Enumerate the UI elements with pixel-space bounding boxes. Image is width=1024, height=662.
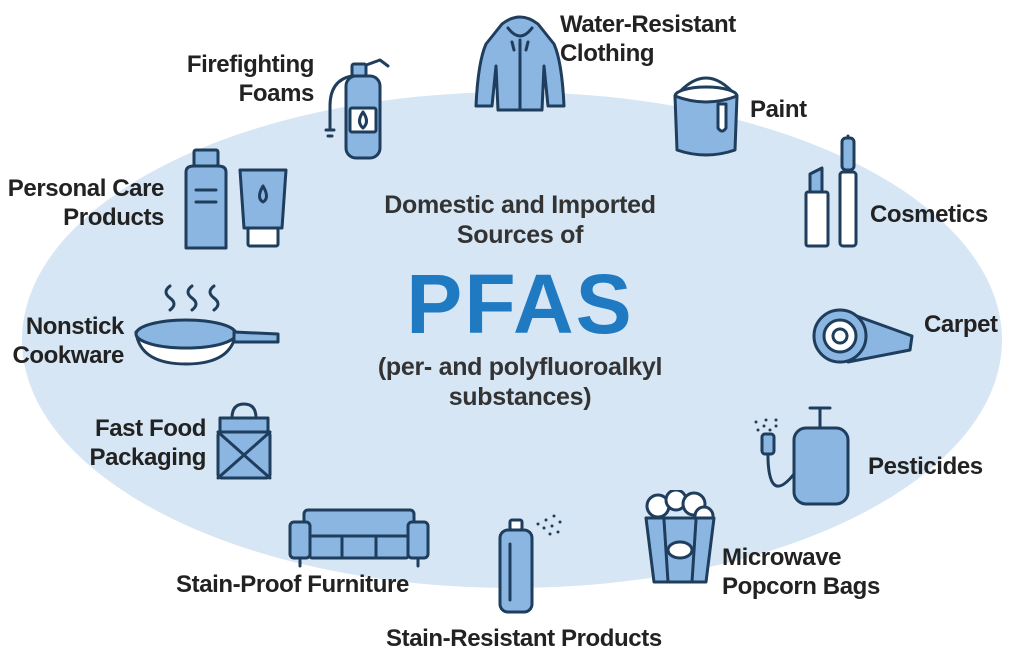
carpet-roll-icon — [812, 308, 914, 364]
label-nonstick-cookware: Nonstick Cookware — [0, 312, 124, 370]
description-line-1: (per- and polyfluoroalkyl — [377, 353, 663, 381]
label-line-1: Nonstick — [25, 313, 125, 340]
label-line-2: Foams — [238, 80, 315, 107]
pfas-title: PFAS — [406, 257, 634, 351]
pfas-description: (per- and polyfluoroalkyl substances) — [330, 352, 710, 412]
label-line-1: Firefighting — [186, 51, 315, 78]
label-line-2: Packaging — [89, 444, 207, 471]
label-pesticides: Pesticides — [868, 452, 983, 481]
label-fast-food-packaging: Fast Food Packaging — [62, 414, 207, 472]
label-stain-resistant-products: Stain-Resistant Products — [386, 624, 662, 653]
label-line-1: Paint — [750, 96, 807, 123]
label-line-1: Stain-Resistant Products — [386, 625, 662, 652]
subtitle-line-1: Domestic and Imported — [384, 191, 656, 219]
spray-can-icon — [498, 514, 562, 614]
label-firefighting-foams: Firefighting Foams — [150, 50, 315, 108]
label-line-1: Water-Resistant — [560, 11, 736, 38]
label-stain-proof-furniture: Stain-Proof Furniture — [176, 570, 409, 599]
subtitle-line-2: Sources of — [456, 221, 584, 249]
label-water-resistant-clothing: Water-Resistant Clothing — [560, 10, 736, 68]
frying-pan-icon — [134, 284, 280, 366]
takeout-box-icon — [216, 402, 272, 480]
label-line-1: Carpet — [924, 311, 998, 338]
jacket-icon — [474, 15, 566, 112]
sofa-icon — [288, 508, 430, 568]
label-line-2: Clothing — [560, 40, 655, 67]
paint-bucket-icon — [673, 76, 739, 157]
label-carpet: Carpet — [924, 310, 998, 339]
description-line-2: substances) — [448, 383, 592, 411]
label-paint: Paint — [750, 95, 807, 124]
label-line-1: Cosmetics — [870, 201, 988, 228]
bottles-icon — [184, 148, 288, 250]
label-line-1: Microwave — [722, 544, 842, 571]
label-line-1: Pesticides — [868, 453, 983, 480]
label-line-1: Fast Food — [94, 415, 206, 442]
cosmetics-icon — [804, 134, 858, 248]
sprayer-icon — [754, 406, 850, 506]
subtitle: Domestic and Imported Sources of — [330, 190, 710, 250]
label-line-2: Products — [63, 204, 164, 231]
label-line-2: Popcorn Bags — [722, 573, 880, 600]
popcorn-icon — [644, 490, 716, 584]
label-line-1: Stain-Proof Furniture — [176, 571, 409, 598]
label-line-2: Cookware — [12, 342, 124, 369]
label-personal-care-products: Personal Care Products — [0, 174, 165, 232]
center-text: Domestic and Imported Sources of PFAS (p… — [330, 190, 710, 412]
label-microwave-popcorn-bags: Microwave Popcorn Bags — [722, 543, 880, 601]
label-cosmetics: Cosmetics — [870, 200, 988, 229]
fire-extinguisher-icon — [324, 58, 390, 160]
label-line-1: Personal Care — [7, 175, 165, 202]
